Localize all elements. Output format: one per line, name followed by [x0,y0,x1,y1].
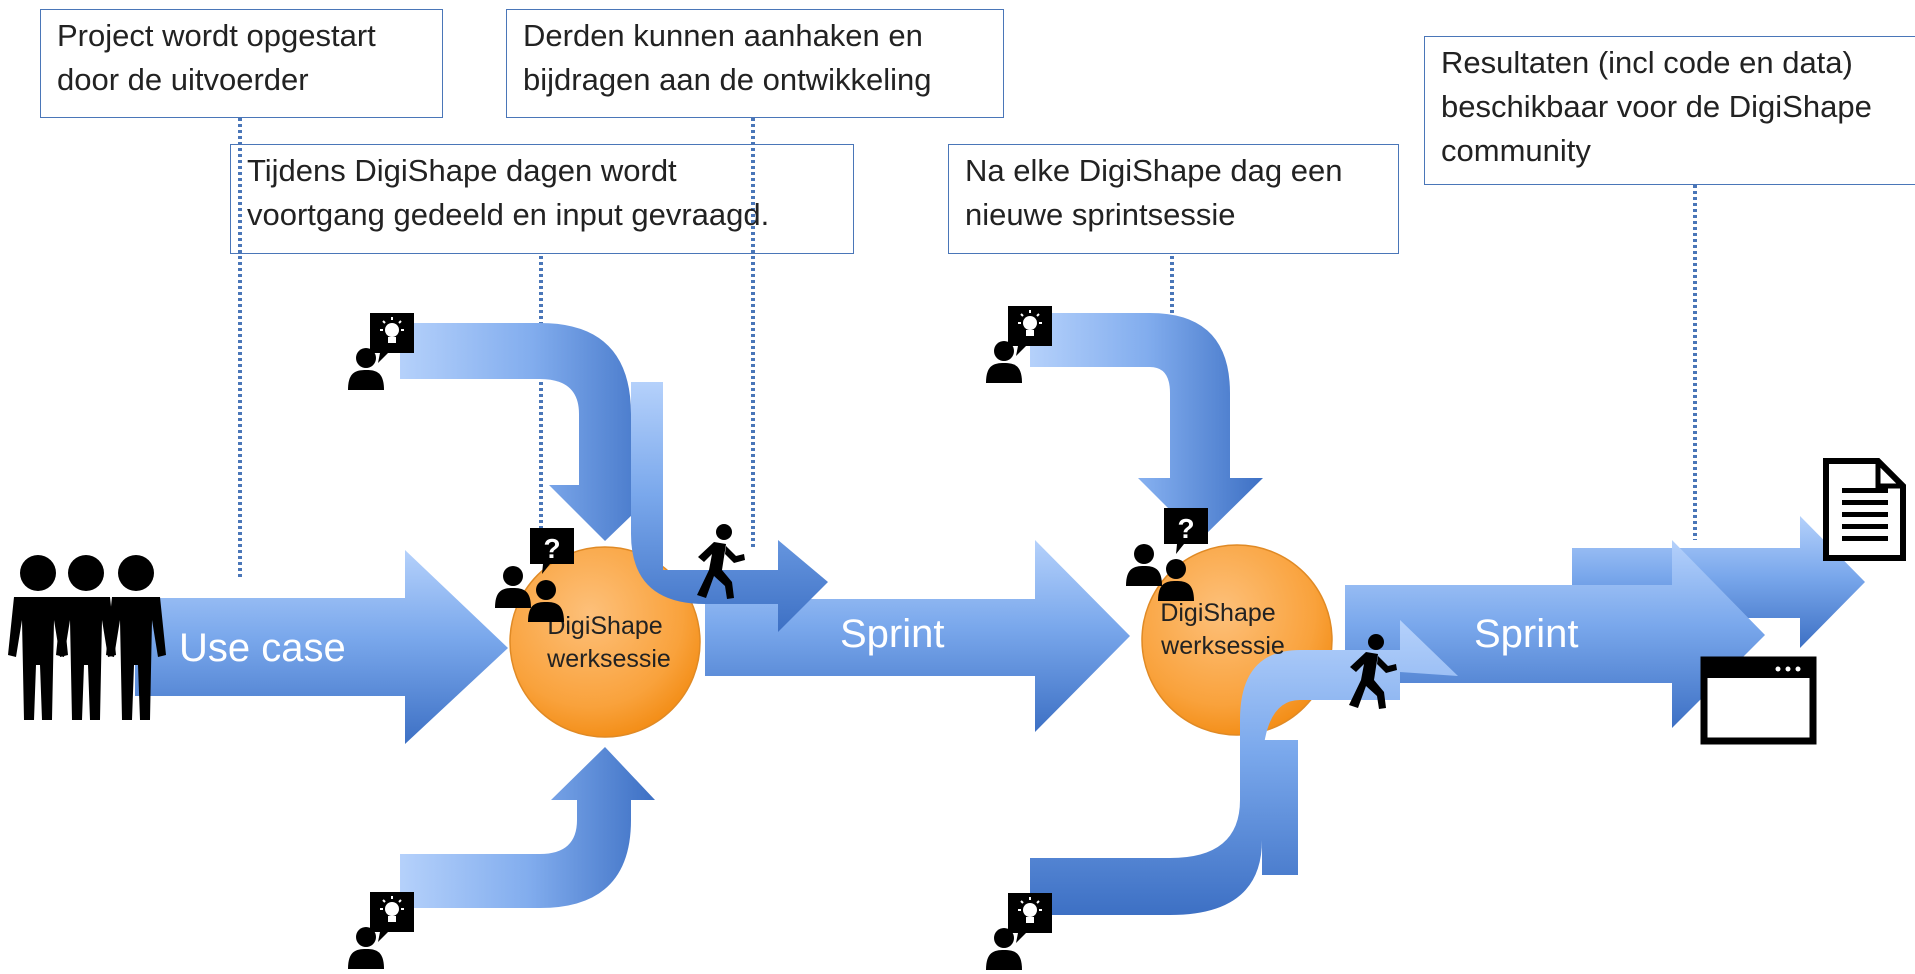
flow-arrow-1 [631,382,828,632]
application-window-icon [1700,656,1817,745]
person-with-idea-icon-3 [986,305,1053,383]
callout-new-sprint: Na elke DigiShape dag een nieuwe sprints… [948,144,1399,254]
callout-start-line-1: Project wordt opgestart [57,18,376,53]
callout-results-line-3: community [1441,133,1591,168]
callout-progress: Tijdens DigiShape dagen wordt voortgang … [230,144,854,254]
document-icon [1823,458,1906,561]
callout-results-line-1: Resultaten (incl code en data) [1441,45,1853,80]
callout-third-parties-line-1: Derden kunnen aanhaken en [523,18,923,53]
callout-start-line-2: door de uitvoerder [57,62,309,97]
session-1-circle [509,546,701,738]
session-1-label-line-1: DigiShape [547,612,662,640]
connector-lines [238,118,1697,580]
person-with-idea-icon-2 [348,891,415,969]
callout-progress-line-2: voortgang gedeeld en input gevraagd. [247,197,770,232]
sprint-1-arrow [705,540,1130,732]
person-with-idea-icon-4 [986,892,1053,970]
input-arrow-top-1 [400,323,663,541]
sprint-2-arrow [1345,540,1765,728]
session-1-label: DigiShape werksessie [546,612,671,673]
session-1-label-line-2: werksessie [546,645,671,673]
group-of-people-icon [8,555,166,720]
sprint-2-label: Sprint [1474,612,1579,656]
session-2-label: DigiShape werksessie [1160,599,1285,660]
sprint-1-label: Sprint [840,612,945,656]
use-case-label: Use case [179,626,346,670]
input-arrow-bottom-1 [400,747,655,908]
callout-results-line-2: beschikbaar voor de DigiShape [1441,89,1872,124]
session-2-label-line-1: DigiShape [1160,599,1275,627]
input-arrow-bottom-2 [1030,620,1458,915]
callout-start: Project wordt opgestart door de uitvoerd… [40,9,443,118]
session-2-label-line-2: werksessie [1160,632,1285,660]
callout-new-sprint-line-1: Na elke DigiShape dag een [965,153,1343,188]
callout-progress-line-1: Tijdens DigiShape dagen wordt [247,153,677,188]
input-arrow-top-2 [1030,313,1263,540]
callout-new-sprint-line-2: nieuwe sprintsessie [965,197,1236,232]
use-case-arrow [135,550,508,744]
callout-third-parties-line-2: bijdragen aan de ontwikkeling [523,62,932,97]
callout-results: Resultaten (incl code en data) beschikba… [1424,36,1915,185]
callout-third-parties: Derden kunnen aanhaken en bijdragen aan … [506,9,1004,118]
